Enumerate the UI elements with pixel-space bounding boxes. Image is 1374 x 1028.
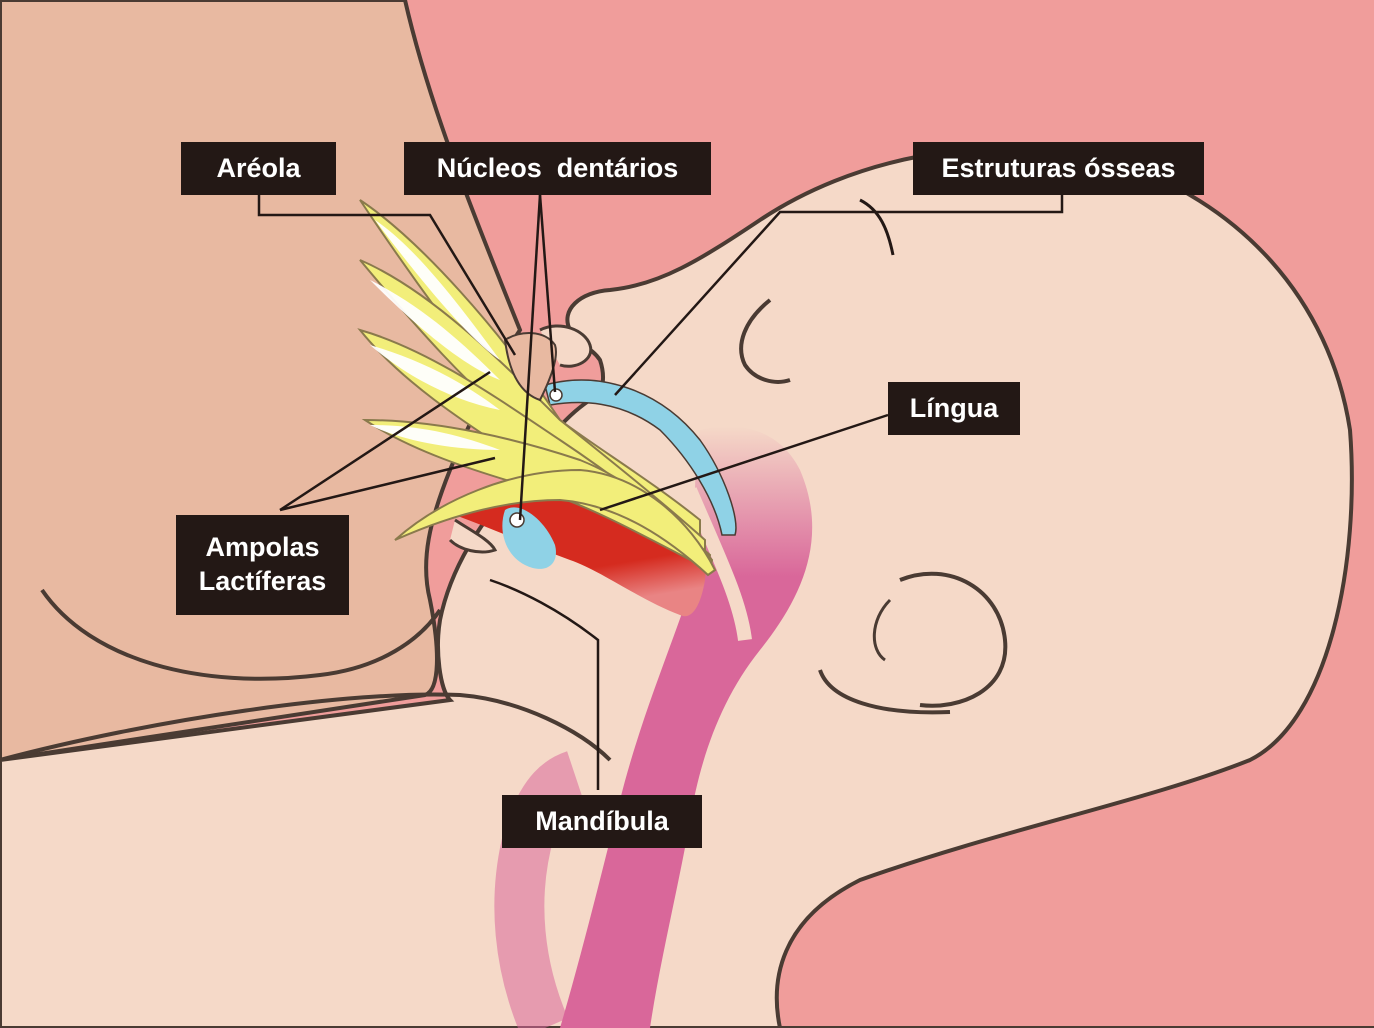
label-lingua: Língua — [888, 382, 1020, 435]
leader-ampolas-2 — [279, 456, 496, 512]
label-ampolas-lactiferas: Ampolas Lactíferas — [176, 515, 349, 615]
airway — [560, 426, 813, 1028]
eyebrow — [859, 198, 895, 256]
leader-lingua — [599, 413, 889, 512]
leader-areola — [257, 195, 517, 356]
airway-wall — [683, 487, 752, 641]
ear-outer — [899, 571, 1008, 708]
eye — [739, 298, 791, 384]
airway-stripe — [494, 751, 584, 1028]
leader-nucleos-2 — [538, 194, 557, 393]
label-mandibula-text: Mandíbula — [535, 805, 669, 836]
label-lingua-text: Língua — [909, 392, 999, 423]
leader-nucleos-1 — [518, 194, 542, 521]
label-areola-text: Aréola — [216, 152, 301, 183]
leader-lines — [257, 194, 1064, 790]
palate — [544, 379, 737, 536]
baby-chin-line — [0, 692, 612, 762]
upper-lip — [539, 324, 593, 368]
label-ampolas-line1: Ampolas — [205, 532, 320, 563]
label-estruturas-osseas: Estruturas ósseas — [913, 142, 1204, 195]
lower-lip — [448, 518, 498, 554]
label-nucleos-dentarios-text: Núcleos dentários — [436, 152, 679, 183]
breast-curve — [40, 588, 442, 681]
label-mandibula: Mandíbula — [502, 795, 702, 848]
leader-estruturas — [614, 195, 1064, 396]
label-areola: Aréola — [181, 142, 336, 195]
lower-tooth-bud — [509, 512, 525, 528]
label-nucleos-dentarios: Núcleos dentários — [404, 142, 711, 195]
label-ampolas-line2: Lactíferas — [198, 566, 327, 596]
ear-inner — [872, 598, 892, 662]
leader-ampolas-1 — [279, 370, 491, 512]
label-estruturas-osseas-text: Estruturas ósseas — [941, 152, 1176, 183]
cheek-line — [818, 669, 951, 715]
leader-mandibula — [489, 578, 600, 790]
duct-highlights — [370, 220, 500, 450]
